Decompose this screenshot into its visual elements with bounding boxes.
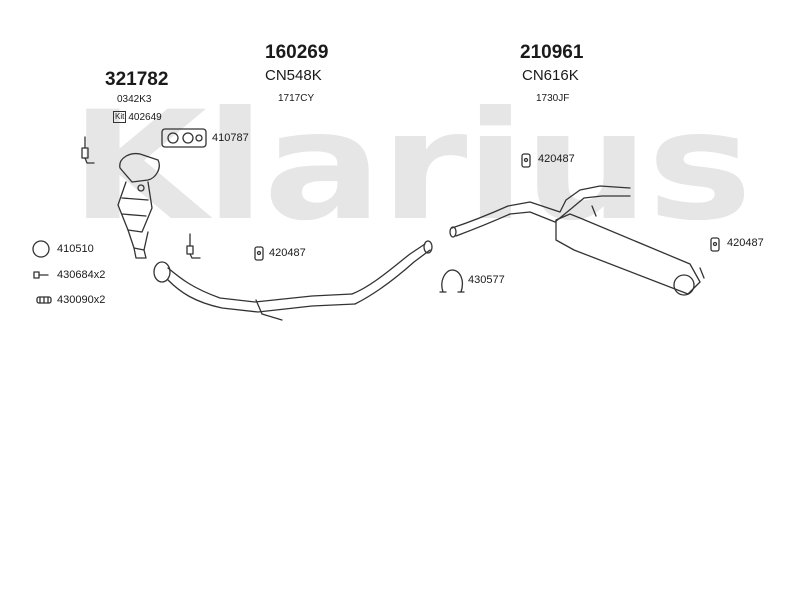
catalytic-converter-icon bbox=[117, 152, 160, 259]
spring-icon bbox=[36, 296, 52, 304]
kit-icon: Kit bbox=[113, 111, 127, 123]
front-pipe-icon bbox=[153, 240, 433, 321]
group1-code: 0342K3 bbox=[117, 94, 152, 105]
sensor-icon bbox=[186, 233, 201, 259]
group1-number: 321782 bbox=[105, 69, 169, 90]
sealing-ring-icon bbox=[32, 240, 50, 258]
part-label-spring: 430090x2 bbox=[57, 294, 106, 306]
part-label-bolt: 430684x2 bbox=[57, 269, 106, 281]
rubber-mount-icon-mid bbox=[521, 153, 531, 168]
rubber-mount-icon-front bbox=[254, 246, 264, 261]
part-label-clamp: 430577 bbox=[468, 274, 505, 286]
lambda-sensor-icon bbox=[81, 136, 95, 164]
group1-kit-part: 402649 bbox=[128, 112, 162, 123]
brand-watermark: Klarius bbox=[70, 80, 752, 254]
pipe-clamp-icon bbox=[439, 269, 465, 293]
part-label-hanger-mid: 420487 bbox=[538, 153, 575, 165]
manifold-gasket-icon bbox=[161, 128, 207, 148]
group3-sub: 1730JF bbox=[536, 93, 570, 104]
bolt-icon bbox=[33, 271, 49, 279]
group2-number: 160269 bbox=[265, 42, 329, 63]
part-label-hanger-front: 420487 bbox=[269, 247, 306, 259]
part-label-hanger-rear: 420487 bbox=[727, 237, 764, 249]
rubber-mount-icon-rear bbox=[710, 237, 720, 252]
group2-code: CN548K bbox=[265, 67, 322, 84]
group2-sub: 1717CY bbox=[278, 93, 315, 104]
part-label-gasket: 410787 bbox=[212, 132, 249, 144]
rear-silencer-icon bbox=[449, 185, 705, 296]
group3-code: CN616K bbox=[522, 67, 579, 84]
part-label-ring: 410510 bbox=[57, 243, 94, 255]
group3-number: 210961 bbox=[520, 42, 584, 63]
